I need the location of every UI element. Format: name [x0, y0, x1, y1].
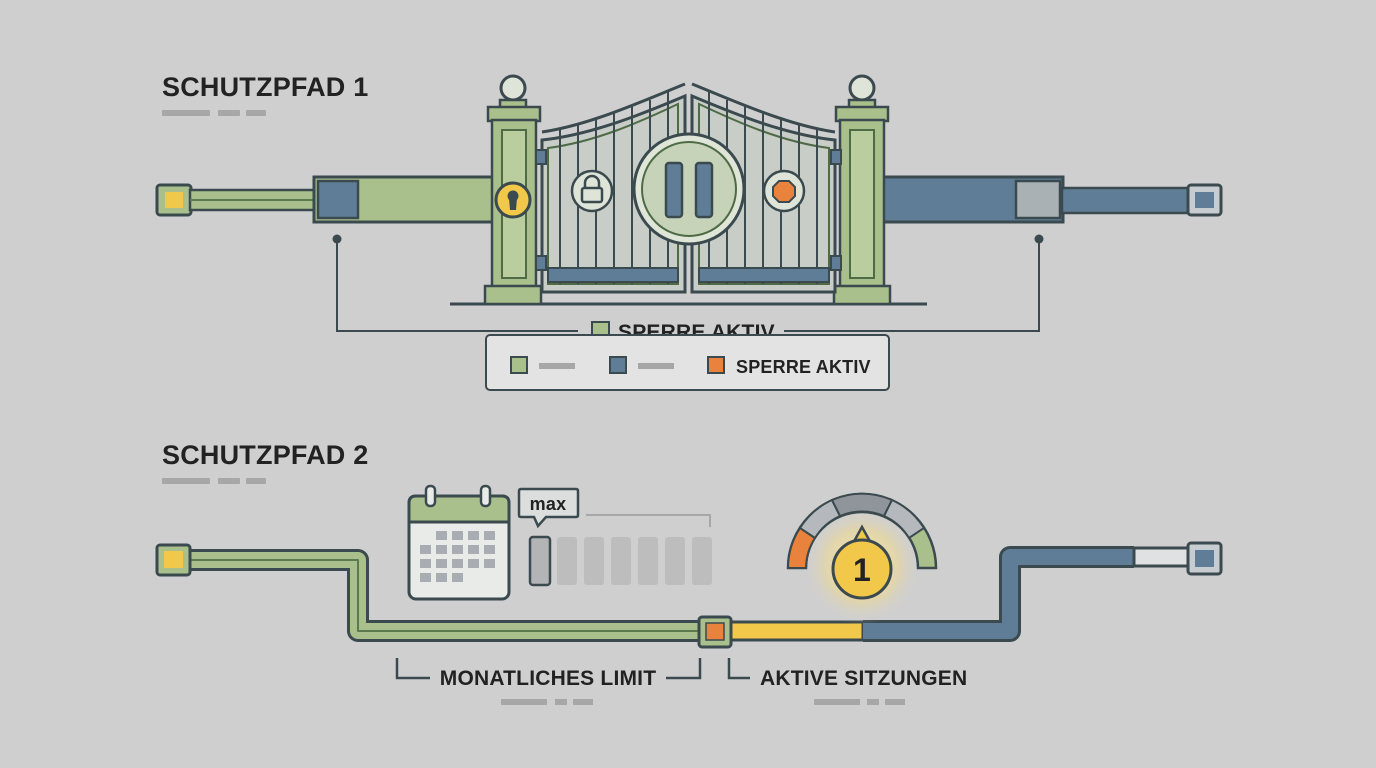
- usage-bars: [528, 514, 712, 587]
- monatliches-limit-caption: MONATLICHES LIMIT: [395, 658, 702, 705]
- right-pillar: [832, 74, 892, 306]
- keyhole-icon: [494, 181, 532, 219]
- section-1-connectors: [332, 234, 1044, 332]
- gauge-icon: 1: [786, 492, 938, 625]
- legend-label-sperre-aktiv: SPERRE AKTIV: [736, 357, 871, 377]
- monatliches-limit-label: MONATLICHES LIMIT: [440, 667, 657, 690]
- aktive-sitzungen-label: AKTIVE SITZUNGEN: [760, 667, 967, 690]
- max-label: max: [530, 494, 567, 514]
- section-1: SCHUTZPFAD 1: [155, 72, 1223, 391]
- right-rail: [881, 175, 1223, 224]
- aktive-sitzungen-caption: AKTIVE SITZUNGEN: [727, 658, 967, 705]
- legend-entry-orange: SPERRE AKTIV: [707, 356, 871, 377]
- section-2-title: SCHUTZPFAD 2: [162, 440, 368, 470]
- section-1-title: SCHUTZPFAD 1: [162, 72, 368, 102]
- section-1-subtitle-placeholder: [162, 110, 266, 116]
- legend-box: SPERRE AKTIV: [485, 334, 890, 391]
- gate: [450, 74, 927, 306]
- gauge-value: 1: [853, 552, 871, 588]
- pipe-path: [155, 541, 1223, 649]
- legend-entry-blue: [609, 356, 674, 374]
- stop-icon: [762, 169, 806, 213]
- pause-icon: [632, 132, 746, 246]
- calendar-icon: [407, 484, 511, 601]
- padlock-icon: [570, 169, 614, 213]
- legend-entry-green: [510, 356, 575, 374]
- section-2-subtitle-placeholder: [162, 478, 266, 484]
- left-rail: [155, 175, 496, 224]
- section-2: SCHUTZPFAD 2: [155, 440, 1223, 705]
- max-bubble: max: [517, 487, 580, 529]
